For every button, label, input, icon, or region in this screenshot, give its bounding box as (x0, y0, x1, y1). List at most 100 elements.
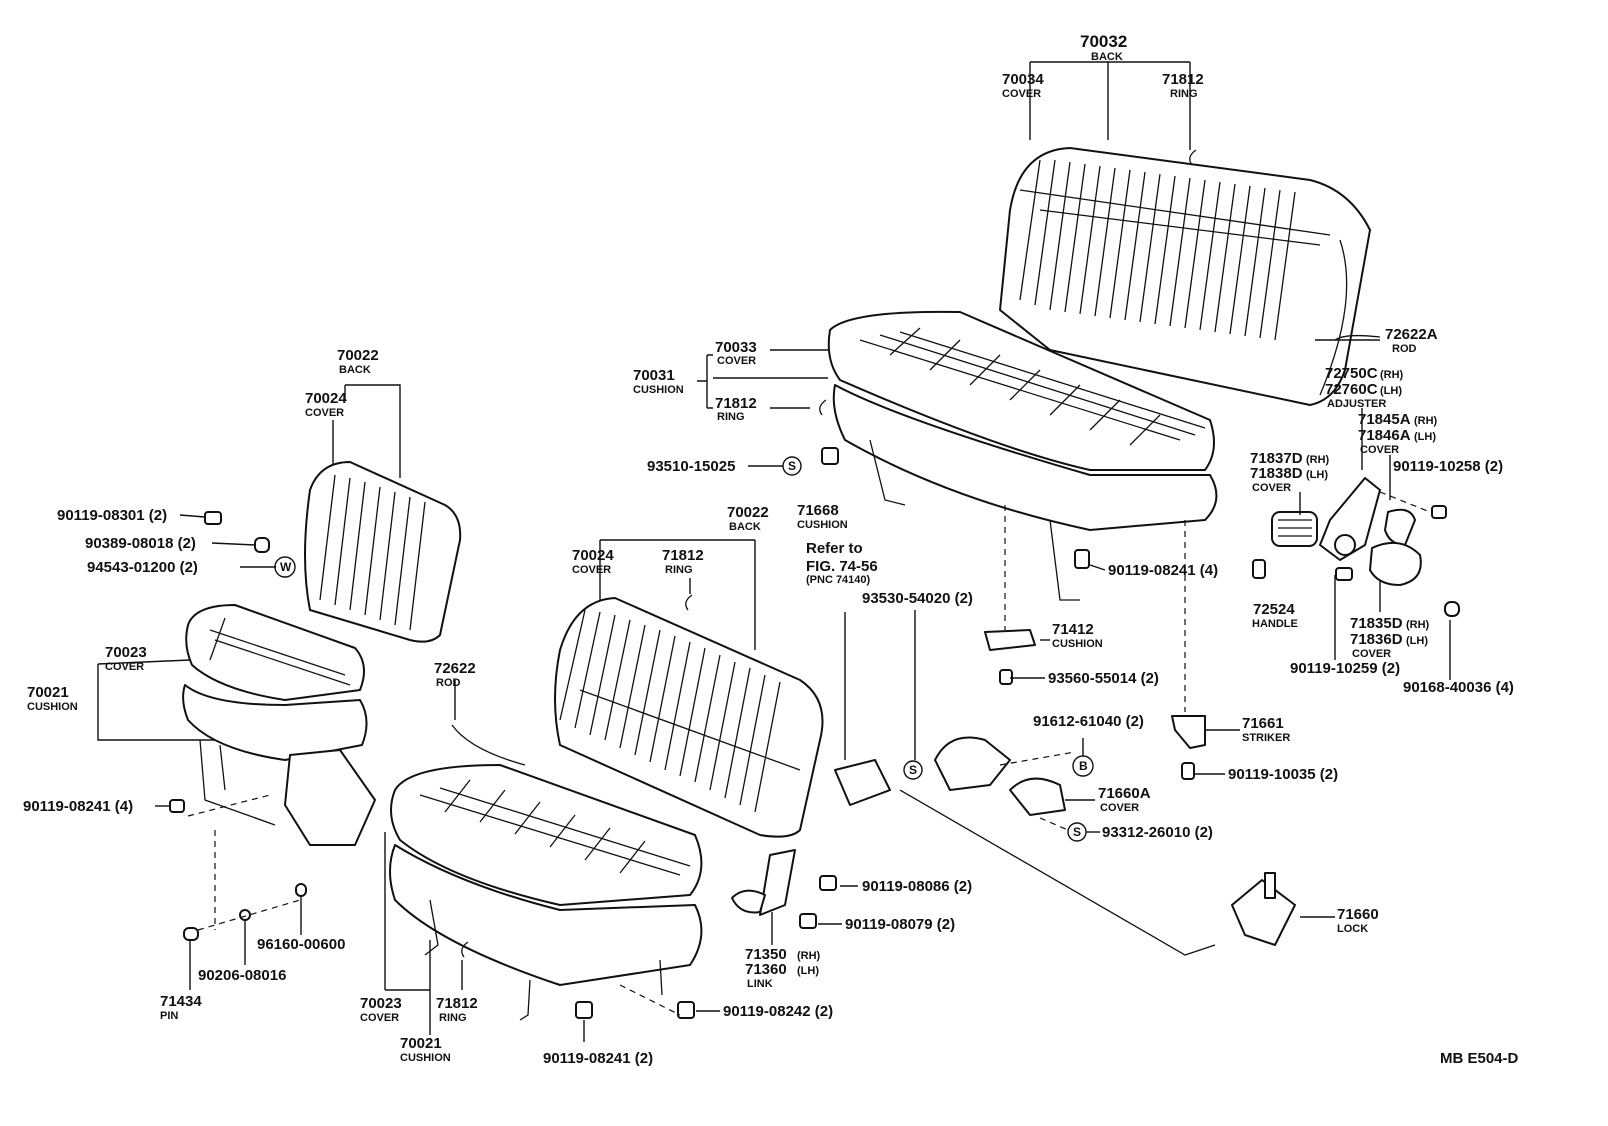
name-adjuster: ADJUSTER (1327, 398, 1386, 410)
name-ring-71812-mid: RING (717, 411, 745, 423)
label-90119-08241-left: 90119-08241 (4) (23, 798, 133, 815)
label-71350: 71350 (745, 946, 787, 963)
name-cushion-70021-mid: CUSHION (400, 1052, 451, 1064)
side-71838D: (LH) (1306, 469, 1328, 481)
label-71836D: 71836D (1350, 631, 1403, 648)
label-91612-61040: 91612-61040 (2) (1033, 713, 1144, 730)
side-71350: (RH) (797, 950, 821, 962)
label-71661: 71661 (1242, 715, 1284, 732)
name-cover-70023-mid: COVER (360, 1012, 399, 1024)
label-70034-top: 70034 (1002, 71, 1044, 88)
name-cover-71846A: COVER (1360, 444, 1399, 456)
refer-line-1: Refer to (806, 540, 863, 557)
name-cover-71838D: COVER (1252, 482, 1291, 494)
symbol-b: B (1079, 759, 1088, 773)
label-72622A: 72622A (1385, 326, 1438, 343)
name-cover-70034-top: COVER (1002, 88, 1041, 100)
label-90119-08079: 90119-08079 (2) (845, 916, 955, 933)
label-90119-08086: 90119-08086 (2) (862, 878, 972, 895)
side-71837D: (RH) (1306, 454, 1330, 466)
label-71835D: 71835D (1350, 615, 1403, 632)
side-71836D: (LH) (1406, 635, 1428, 647)
label-70033: 70033 (715, 339, 757, 356)
label-70021-mid: 70021 (400, 1035, 442, 1052)
label-71812-bottom: 71812 (436, 995, 478, 1012)
label-94543-01200: 94543-01200 (2) (87, 559, 198, 576)
label-71837D: 71837D (1250, 450, 1303, 467)
side-71845A: (RH) (1414, 415, 1438, 427)
name-back-70022-mid: BACK (729, 521, 761, 533)
label-90168-40036: 90168-40036 (4) (1403, 679, 1514, 696)
middle-seat-cushion-drawing (389, 764, 703, 1021)
name-ring-71812-bottom: RING (439, 1012, 467, 1024)
small-parts-drawing (169, 149, 1460, 1019)
label-71838D: 71838D (1250, 465, 1303, 482)
name-cushion-71668: CUSHION (797, 519, 848, 531)
label-90119-10259: 90119-10259 (2) (1290, 660, 1400, 677)
label-93530-54020: 93530-54020 (2) (862, 590, 973, 607)
name-cover-71836D: COVER (1352, 648, 1391, 660)
label-72750C: 72750C (1325, 365, 1378, 382)
label-71812-top: 71812 (1162, 71, 1204, 88)
label-71846A: 71846A (1358, 427, 1411, 444)
name-cover-70024-left: COVER (305, 407, 344, 419)
symbol-s-93530: S (909, 763, 917, 777)
name-cover-71660A: COVER (1100, 802, 1139, 814)
label-90389-08018: 90389-08018 (2) (85, 535, 196, 552)
symbol-s-93510: S (788, 459, 796, 473)
label-90119-08241-mid: 90119-08241 (2) (543, 1050, 653, 1067)
left-seat-cushion-drawing (182, 604, 376, 846)
label-70021-left: 70021 (27, 684, 69, 701)
symbol-s-93312: S (1073, 825, 1081, 839)
name-striker: STRIKER (1242, 732, 1290, 744)
label-70032: 70032 (1080, 32, 1127, 51)
side-71846A: (LH) (1414, 431, 1436, 443)
leader-lines (97, 61, 1451, 1042)
middle-seat-back-drawing (554, 597, 824, 838)
label-71412: 71412 (1052, 621, 1094, 638)
name-handle: HANDLE (1252, 618, 1298, 630)
name-rod-72622A: ROD (1392, 343, 1417, 355)
name-ring-71812-mid2: RING (665, 564, 693, 576)
side-72750C: (RH) (1380, 369, 1404, 381)
label-93510-15025: 93510-15025 (647, 458, 735, 475)
name-ring-71812-top: RING (1170, 88, 1198, 100)
label-70022-mid: 70022 (727, 504, 769, 521)
label-71360: 71360 (745, 961, 787, 978)
label-90206-08016: 90206-08016 (198, 967, 286, 984)
name-cover-70023-left: COVER (105, 661, 144, 673)
label-72760C: 72760C (1325, 381, 1378, 398)
symbol-w: W (280, 560, 292, 574)
label-70023-mid: 70023 (360, 995, 402, 1012)
label-93312-26010: 93312-26010 (2) (1102, 824, 1213, 841)
name-cover-70024-mid: COVER (572, 564, 611, 576)
label-71812-mid: 71812 (715, 395, 757, 412)
label-90119-08241-rear: 90119-08241 (4) (1108, 562, 1218, 579)
side-71835D: (RH) (1406, 619, 1430, 631)
name-cushion-71412: CUSHION (1052, 638, 1103, 650)
label-70023-left: 70023 (105, 644, 147, 661)
label-71668: 71668 (797, 502, 839, 519)
label-96160-00600: 96160-00600 (257, 936, 345, 953)
name-back-70022-left: BACK (339, 364, 371, 376)
label-71660: 71660 (1337, 906, 1379, 923)
name-back-70032: BACK (1091, 51, 1123, 63)
name-cover-70033: COVER (717, 355, 756, 367)
name-lock: LOCK (1337, 923, 1368, 935)
label-70022-left: 70022 (337, 347, 379, 364)
label-70031: 70031 (633, 367, 675, 384)
side-71360: (LH) (797, 965, 819, 977)
label-70024-mid: 70024 (572, 547, 614, 564)
label-71660A: 71660A (1098, 785, 1151, 802)
label-72622: 72622 (434, 660, 476, 677)
name-cushion-70031: CUSHION (633, 384, 684, 396)
side-72760C: (LH) (1380, 385, 1402, 397)
label-93560-55014: 93560-55014 (2) (1048, 670, 1159, 687)
footer-code: MB E504-D (1440, 1050, 1519, 1067)
name-pin: PIN (160, 1010, 178, 1022)
label-71845A: 71845A (1358, 411, 1411, 428)
label-90119-08242: 90119-08242 (2) (723, 1003, 833, 1020)
refer-line-2: FIG. 74-56 (806, 558, 878, 575)
name-rod-72622: ROD (436, 677, 461, 689)
